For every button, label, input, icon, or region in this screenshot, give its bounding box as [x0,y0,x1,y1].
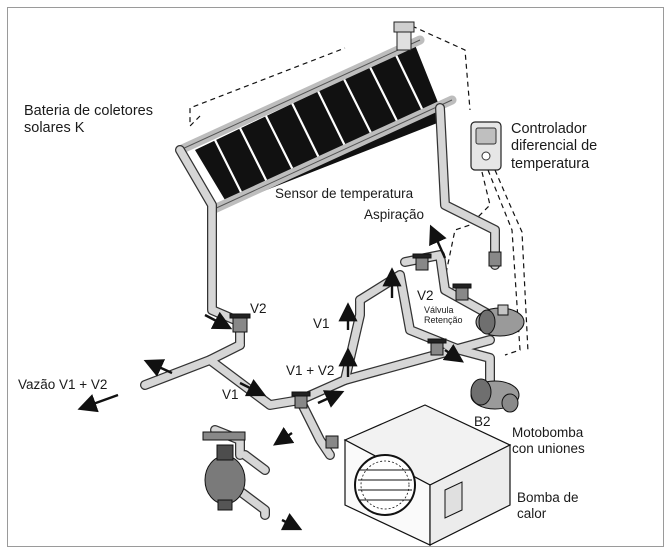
label-v1-mid: V1 [313,316,330,331]
valves [229,251,502,449]
label-b2: B2 [474,414,491,429]
motor-pump-b2 [470,378,520,413]
label-controller: Controlador diferencial de temperatura [511,121,598,172]
diagram-frame [7,7,664,547]
controller-device [470,121,502,171]
label-v2-top: V2 [417,288,434,303]
label-aspiration: Aspiração [364,207,425,222]
label-v1-low: V1 [222,387,239,402]
solar-collector [175,35,457,215]
label-temp-sensor: Sensor de temperatura [275,186,414,201]
flow-arrows [77,224,464,531]
control-wiring [189,25,529,356]
motor-pump-upper [475,304,525,337]
label-motor-pump: Motobomba con uniones [512,425,585,457]
label-check-valve: Válvula Retenção [424,305,463,326]
heat-pump-unit [343,404,512,546]
label-v1-plus-v2: V1 + V2 [286,363,335,378]
label-v2-left: V2 [250,301,267,316]
sand-filter [202,431,246,511]
label-heat-pump: Bomba de calor [517,490,579,522]
label-collector-battery: Bateria de coletores solares K [24,103,153,137]
label-flow-out: Vazão V1 + V2 [18,377,108,392]
air-valve [393,21,415,51]
